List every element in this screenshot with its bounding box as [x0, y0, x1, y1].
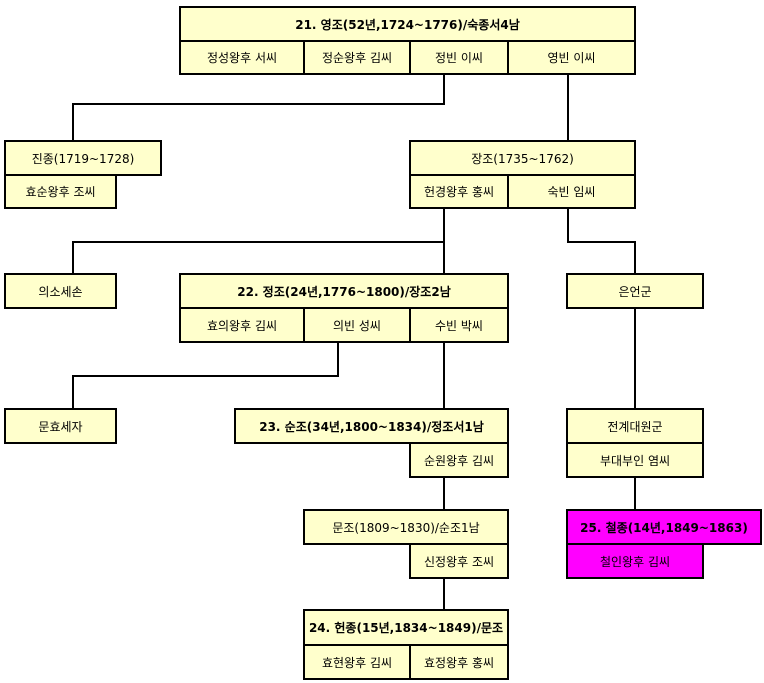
node-jinjong-spouse: 효순왕후 조씨 — [4, 174, 117, 209]
node-munhyo: 문효세자 — [4, 408, 117, 444]
node-jangjo: 장조(1735~1762) — [409, 140, 636, 176]
node-yeongjo-spouse-jeongbin: 정빈 이씨 — [409, 40, 509, 75]
node-jinjong: 진종(1719~1728) — [4, 140, 162, 176]
node-jeongjo-spouse-uibin: 의빈 성씨 — [303, 307, 411, 343]
node-yeongjo-spouse-yeongbin: 영빈 이씨 — [507, 40, 636, 75]
node-jeongjo-spouse-subin: 수빈 박씨 — [409, 307, 509, 343]
node-uiso: 의소세손 — [4, 273, 117, 309]
line-heongyeong-to-children — [72, 208, 445, 274]
node-heonjong: 24. 헌종(15년,1834~1849)/문조 — [303, 609, 509, 646]
node-sunjo: 23. 순조(34년,1800~1834)/정조서1남 — [234, 408, 509, 444]
node-euneon: 은언군 — [566, 273, 704, 309]
node-munjo-spouse: 신정왕후 조씨 — [409, 543, 509, 579]
node-munjo: 문조(1809~1830)/순조1남 — [303, 509, 509, 545]
node-yeongjo-spouse-jeongsun: 정순왕후 김씨 — [303, 40, 411, 75]
node-jeongye-spouse: 부대부인 염씨 — [566, 442, 704, 478]
node-sunjo-spouse: 순원왕후 김씨 — [409, 442, 509, 478]
node-heonjong-spouse-hyojeong: 효정왕후 홍씨 — [409, 644, 509, 680]
node-cheoljong-spouse: 철인왕후 김씨 — [566, 543, 704, 579]
node-cheoljong: 25. 철종(14년,1849~1863) — [566, 509, 762, 545]
node-jeongye: 전계대원군 — [566, 408, 704, 444]
node-jeongjo-spouse-hyoui: 효의왕후 김씨 — [179, 307, 305, 343]
node-jangjo-spouse-sukbin: 숙빈 임씨 — [507, 174, 636, 209]
node-jeongjo: 22. 정조(24년,1776~1800)/장조2남 — [179, 273, 509, 309]
node-heonjong-spouse-hyohyeon: 효현왕후 김씨 — [303, 644, 411, 680]
node-yeongjo-spouse-jeongseong: 정성왕후 서씨 — [179, 40, 305, 75]
node-yeongjo: 21. 영조(52년,1724~1776)/숙종서4남 — [179, 6, 636, 42]
line-jeongbin-to-jinjong — [72, 74, 445, 141]
line-uibin-to-munhyo — [72, 342, 339, 409]
line-sukbin-to-euneon — [567, 208, 636, 274]
node-jangjo-spouse-heongyeong: 헌경왕후 홍씨 — [409, 174, 509, 209]
